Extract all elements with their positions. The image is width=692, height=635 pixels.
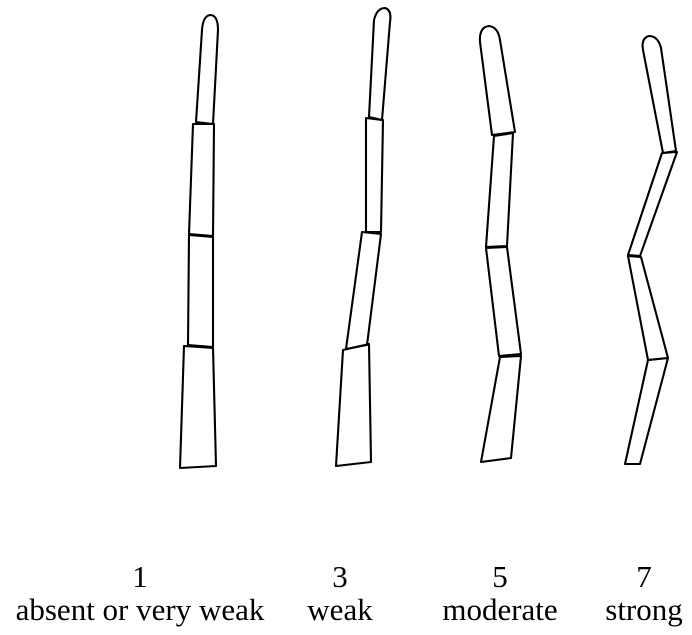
filament-1-segment-3 xyxy=(188,235,213,347)
filament-7-segment-4 xyxy=(625,358,668,464)
filament-5-segment-2 xyxy=(486,133,513,247)
filament-5-segment-4 xyxy=(481,356,521,462)
filament-1-segment-4 xyxy=(180,346,216,468)
filament-score-5 xyxy=(480,26,521,462)
zigzag-filament-illustrations xyxy=(0,0,692,480)
filament-3-segment-4 xyxy=(336,344,371,466)
filament-3-segment-2 xyxy=(366,118,383,232)
score-number: 7 xyxy=(596,560,692,593)
filament-1-segment-2 xyxy=(189,124,214,236)
filament-7-segment-1 xyxy=(643,36,676,153)
score-label: moderate xyxy=(440,593,560,626)
filament-7-segment-3 xyxy=(628,256,668,360)
score-number: 5 xyxy=(440,560,560,593)
filament-5-segment-3 xyxy=(486,247,521,356)
caption-score-1: 1 absent or very weak xyxy=(0,560,280,626)
filament-5-segment-1 xyxy=(480,26,515,135)
score-number: 1 xyxy=(0,560,280,593)
filament-1-segment-1 xyxy=(196,15,218,124)
caption-score-7: 7 strong xyxy=(596,560,692,626)
caption-score-5: 5 moderate xyxy=(440,560,560,626)
filament-7-segment-2 xyxy=(628,152,677,256)
score-label: strong xyxy=(596,593,692,626)
caption-score-3: 3 weak xyxy=(300,560,380,626)
filament-score-1 xyxy=(180,15,218,468)
score-label: weak xyxy=(300,593,380,626)
score-label: absent or very weak xyxy=(0,593,280,626)
score-number: 3 xyxy=(300,560,380,593)
filament-3-segment-1 xyxy=(369,8,390,120)
filament-score-3 xyxy=(336,8,390,466)
filament-score-7 xyxy=(625,36,677,464)
filament-3-segment-3 xyxy=(346,232,381,349)
